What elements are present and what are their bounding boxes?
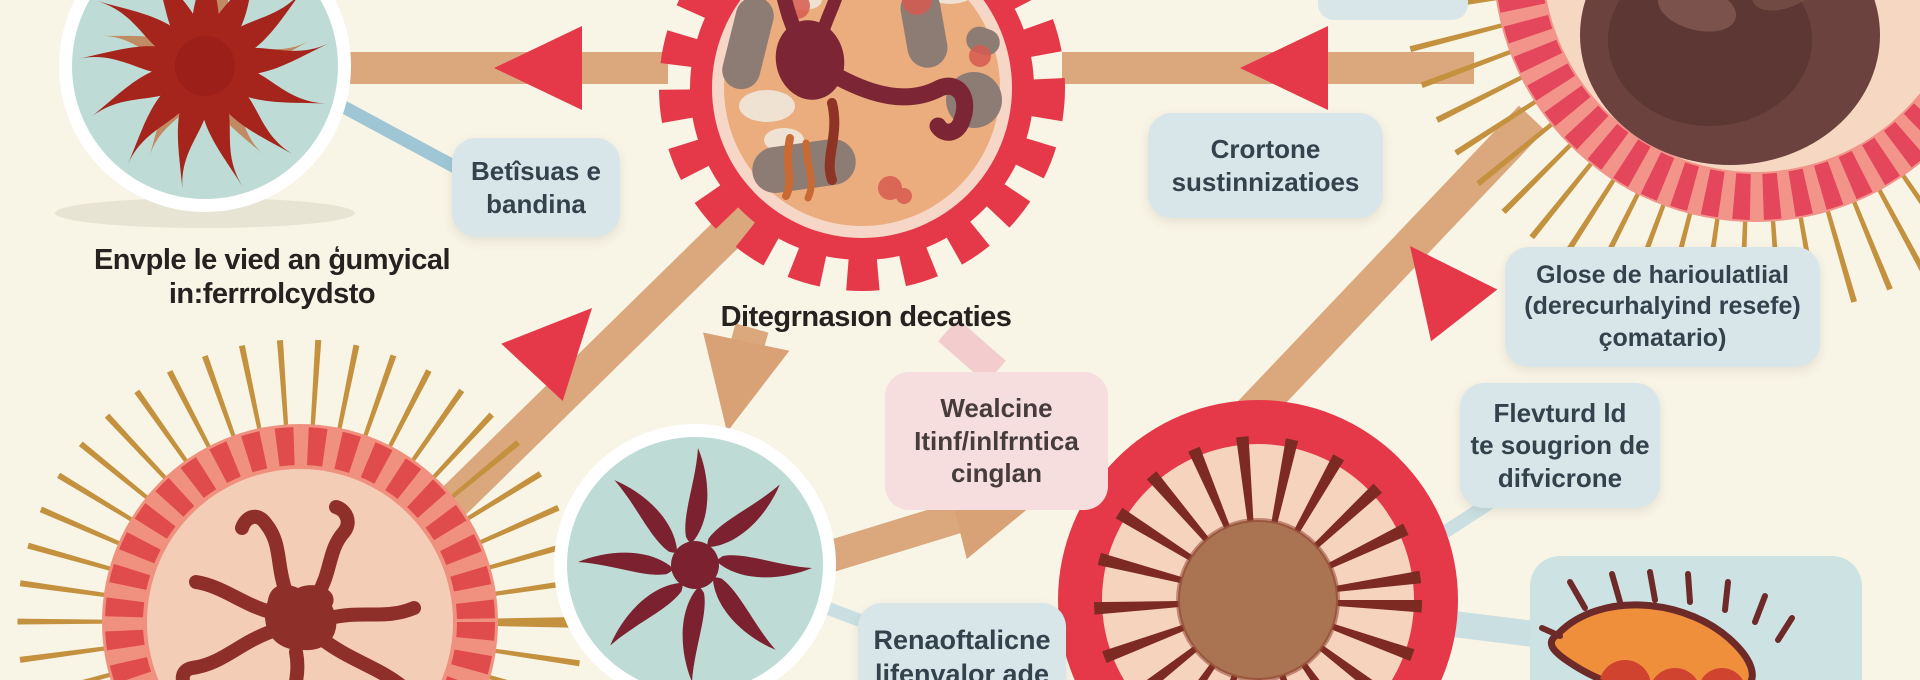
arrowhead-left-2 — [1240, 26, 1328, 110]
maroon-branch-organism — [775, 0, 974, 202]
branching-core — [175, 500, 421, 680]
label-betisuas-text: Betîsuas e bandina — [470, 156, 602, 219]
spiked-nucleus-cell-icon — [1401, 0, 1920, 316]
label-wealcine: Wealcine Itinf/inlfrntica cinglan — [885, 372, 1108, 510]
label-crortone: Crortone sustinnizatioes — [1148, 113, 1383, 218]
clipped-label-box — [1318, 0, 1468, 20]
right-arrow-shaft — [807, 496, 980, 578]
label-crortone-text: Crortone sustinnizatioes — [1171, 134, 1360, 197]
caption-envple: Envple le vied an ģumyical in:ferrrolcyd… — [93, 244, 451, 311]
label-flevturd-text: Flevturd ld te sougrion de difvicrone — [1470, 397, 1650, 493]
label-wealcine-text: Wealcine Itinf/inlfrntica cinglan — [914, 393, 1079, 489]
band-diagonal-to-bottom-left — [385, 157, 805, 569]
spiked-striped-ring-cell-icon — [17, 339, 583, 680]
urchin-spoke-cell-icon — [1058, 400, 1458, 680]
caterpillar-box — [1530, 556, 1862, 680]
spider-star-cell-icon — [554, 424, 836, 680]
label-glose: Glose de harioulatlial (derecurhalyind r… — [1505, 247, 1820, 367]
red-spots — [784, 0, 991, 204]
label-renaortalicne-text: Renaoftalicne lifenvalor ade — [873, 625, 1051, 680]
cell-shadow — [55, 198, 355, 228]
spiky-starburst-cell-icon — [59, 0, 351, 212]
label-flevturd: Flevturd ld te sougrion de difvicrone — [1460, 383, 1660, 508]
caption-ditegrnasion: Ditegrnasıon decaties — [720, 301, 1012, 333]
arrowhead-left-1 — [494, 26, 582, 110]
gear-rimmed-bacteria-cell-icon — [659, 0, 1065, 291]
pointer-betisuas — [336, 99, 474, 181]
label-betisuas: Betîsuas e bandina — [452, 138, 620, 237]
label-renaortalicne: Renaoftalicne lifenvalor ade — [858, 603, 1066, 680]
label-glose-text: Glose de harioulatlial (derecurhalyind r… — [1524, 261, 1801, 352]
pink-connector-band — [938, 318, 1006, 384]
caterpillar-microbe-icon — [1539, 569, 1795, 680]
